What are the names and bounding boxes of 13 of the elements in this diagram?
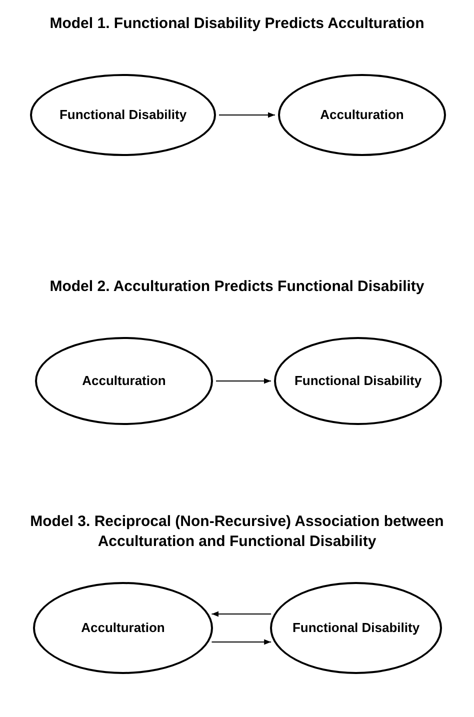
model-heading: Model 3. Reciprocal (Non-Recursive) Association between Acculturation and Functional Disability <box>29 512 445 552</box>
arrow <box>211 611 272 617</box>
model-heading: Model 1. Functional Disability Predicts Acculturation <box>48 14 426 34</box>
node-label: Functional Disability <box>58 106 188 124</box>
arrow <box>211 639 272 645</box>
node-label: Functional Disability <box>293 372 423 390</box>
node-label: Functional Disability <box>291 619 421 638</box>
model-heading: Model 2. Acculturation Predicts Functional Disability <box>48 277 426 297</box>
node-label: Acculturation <box>81 372 167 390</box>
arrow <box>218 112 276 118</box>
arrow <box>216 378 272 384</box>
node-label: Acculturation <box>319 106 405 124</box>
node-label: Acculturation <box>80 619 166 638</box>
